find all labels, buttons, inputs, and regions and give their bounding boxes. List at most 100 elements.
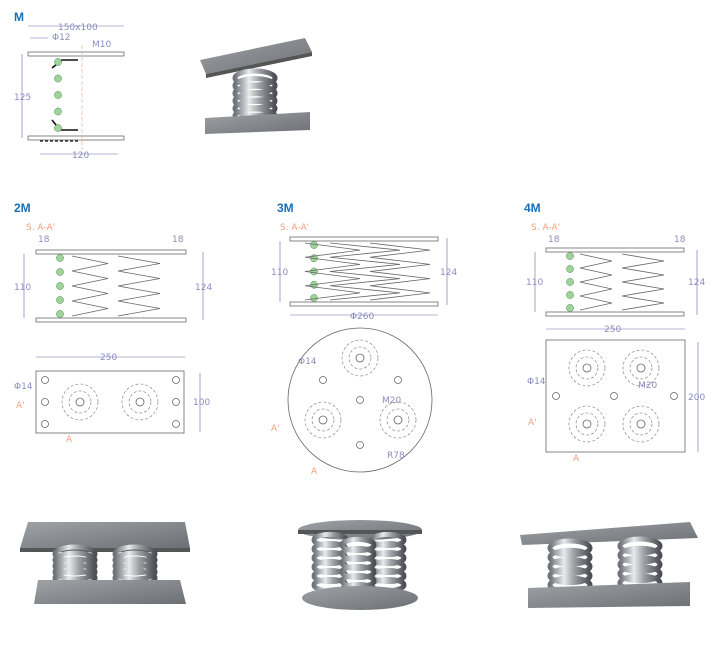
spring-coil <box>547 538 593 558</box>
bolt-icon <box>75 397 85 407</box>
3m-plan-drawing: Φ14 M20 R78 A' A <box>271 327 433 477</box>
mounting-hole <box>356 441 364 449</box>
mounting-hole <box>552 392 560 400</box>
section-title-m: M <box>14 10 24 24</box>
spring-coil-section <box>566 265 574 273</box>
3m-dim-inner-height: 110 <box>271 268 288 278</box>
2m-section-drawing: S. A-A' 18 18 110 124 <box>14 223 212 323</box>
4m-section-label: S. A-A' <box>531 223 560 233</box>
spring-inner-circle <box>575 412 599 436</box>
mounting-hole <box>356 396 364 404</box>
2m-product-photo <box>20 522 190 604</box>
spring-coil-section <box>54 107 62 116</box>
2m-dim-depth: 100 <box>193 398 210 408</box>
4m-dim-edge-right: 18 <box>674 235 686 245</box>
4m-dim-hole: Φ14 <box>527 377 546 387</box>
section-title-4m: 4M <box>524 201 541 215</box>
spring-outline-circle <box>121 383 159 421</box>
spring-outline-circle <box>379 401 417 439</box>
bolt-icon <box>318 415 328 425</box>
spring-coil-section <box>566 291 574 299</box>
spring-coil <box>617 564 663 584</box>
m-dim-hole: Φ12 <box>52 33 71 43</box>
2m-dim-edge-right: 18 <box>172 235 184 245</box>
spring-outline <box>369 242 431 301</box>
2m-mark-a: A <box>66 435 73 445</box>
m-dim-base: 120 <box>72 151 89 161</box>
bolt-icon <box>135 397 145 407</box>
4m-section-drawing: S. A-A' 18 18 110 124 <box>526 223 705 317</box>
spring-outline <box>304 242 361 301</box>
2m-dim-height: 124 <box>195 283 212 293</box>
spring-coil-section <box>56 254 64 262</box>
spring-coil-section <box>54 74 62 83</box>
spring-coil-section <box>310 267 318 276</box>
spring-inner-circle <box>128 390 152 414</box>
m-section-drawing: 150x100 Φ12 M10 125 120 <box>14 23 125 161</box>
4m-dim-inner-height: 110 <box>526 278 543 288</box>
spring-outline <box>329 242 401 301</box>
3m-section-label: S. A-A' <box>280 223 309 233</box>
4m-mark-a1: A' <box>528 418 537 428</box>
3m-dim-diameter: Φ260 <box>350 312 375 322</box>
3m-mark-a1: A' <box>271 424 280 434</box>
2m-section-label: S. A-A' <box>26 223 55 233</box>
4m-product-photo <box>520 522 698 608</box>
mounting-hole <box>610 392 618 400</box>
spring-coil-section <box>566 278 574 286</box>
spring-outline-circle <box>61 383 99 421</box>
4m-mark-a: A <box>573 454 580 464</box>
m-dim-overall: 150x100 <box>58 23 98 33</box>
spring-outline <box>117 255 161 317</box>
mounting-hole <box>172 398 180 406</box>
spring-outline-circle <box>622 405 660 443</box>
m-dim-height: 125 <box>14 93 31 103</box>
spring-coil <box>547 547 593 567</box>
spring-coil <box>617 545 663 565</box>
spring-coil-section <box>310 241 318 249</box>
m-product-photo <box>200 38 312 134</box>
spring-coil <box>547 566 593 586</box>
spring-inner-circle <box>629 356 653 380</box>
4m-dim-width: 250 <box>604 325 621 335</box>
spring-outline-circle <box>341 339 379 377</box>
4m-dim-depth: 200 <box>688 393 705 403</box>
spring-coil-section <box>56 296 64 304</box>
section-title-2m: 2M <box>14 201 31 215</box>
spring-outline <box>71 255 109 317</box>
3m-dim-thread: M20 <box>382 396 401 406</box>
mounting-hole <box>319 376 327 384</box>
4m-dim-thread: M20 <box>638 381 657 391</box>
spring-coil <box>112 562 158 582</box>
bolt-icon <box>355 353 365 363</box>
2m-dim-edge-left: 18 <box>38 235 50 245</box>
4m-dim-height: 124 <box>688 278 705 288</box>
spring-coil-section <box>56 310 64 318</box>
mounting-hole <box>394 376 402 384</box>
spring-outline <box>579 253 613 311</box>
2m-dim-hole: Φ14 <box>14 382 33 392</box>
2m-dim-width: 250 <box>100 353 117 363</box>
mounting-hole <box>172 420 180 428</box>
3m-dim-hole: Φ14 <box>298 357 317 367</box>
spring-coil-section <box>56 268 64 276</box>
spring-coil <box>617 555 663 574</box>
spring-coil <box>547 557 593 576</box>
spring-coil-section <box>54 124 62 132</box>
3m-mark-a: A <box>311 467 318 477</box>
3m-dim-radius: R78 <box>387 451 405 461</box>
2m-mark-a1: A' <box>16 401 25 411</box>
spring-inner-circle <box>311 408 335 432</box>
bolt-icon <box>582 419 592 429</box>
mounting-hole <box>41 376 49 384</box>
bolt-icon <box>636 419 646 429</box>
mounting-hole <box>41 398 49 406</box>
3m-product-photo <box>298 520 422 610</box>
spring-inner-circle <box>386 408 410 432</box>
mounting-hole <box>670 392 678 400</box>
spring-inner-circle <box>68 390 92 414</box>
spring-inner-circle <box>575 356 599 380</box>
4m-dim-edge-left: 18 <box>548 235 560 245</box>
spring-outline-circle <box>568 349 606 387</box>
